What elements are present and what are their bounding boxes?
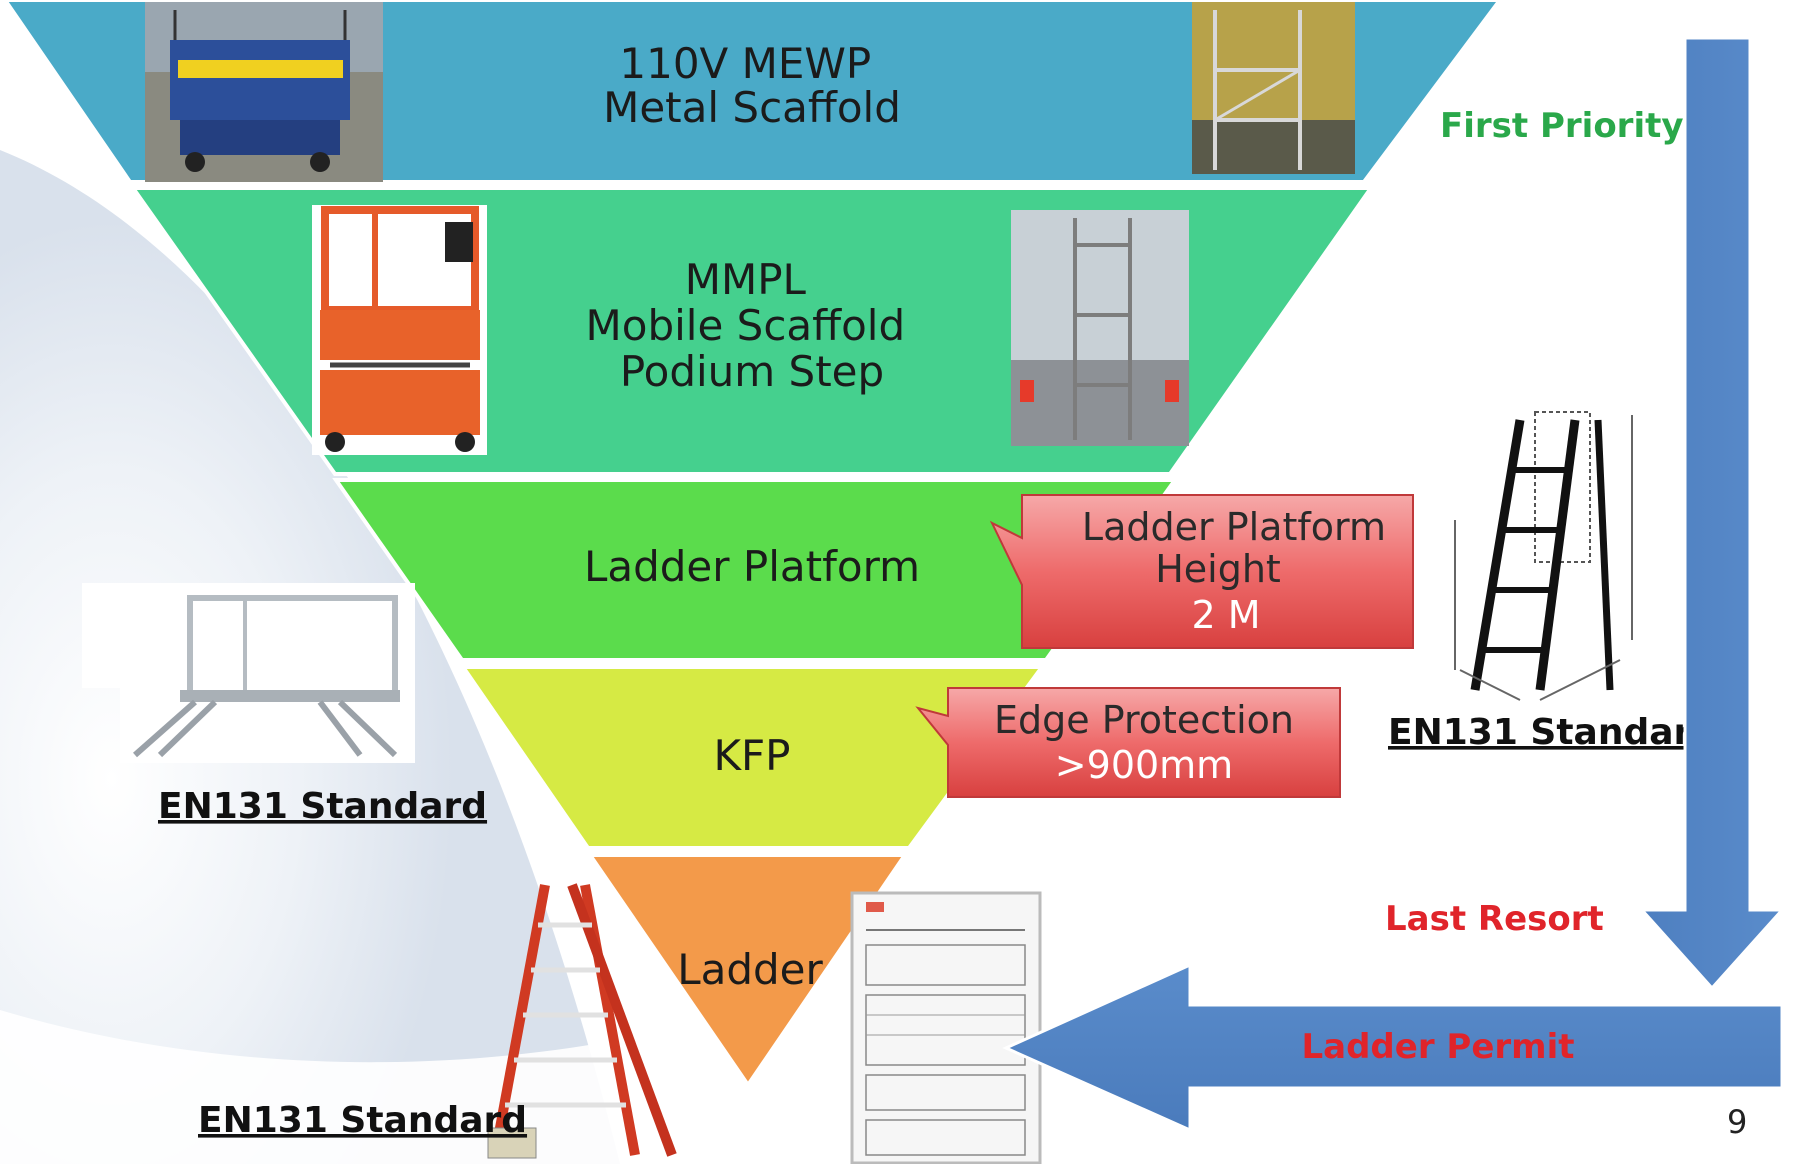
- tier-2-line-3: Podium Step: [620, 347, 884, 396]
- callout-ladder-platform-height: Ladder Platform Height 2 M: [989, 494, 1414, 649]
- first-priority-label: First Priority: [1440, 106, 1684, 146]
- tier-4-label: KFP: [713, 731, 790, 780]
- tier-5-label: Ladder: [677, 945, 823, 994]
- callout-ladder-platform-text: Ladder Platform Height: [1082, 505, 1398, 591]
- tier-3-band: [332, 478, 1179, 662]
- podium-platform-image: [82, 583, 415, 763]
- tier-2-label: MMPL Mobile Scaffold Podium Step: [586, 255, 919, 396]
- tier-1-line-2: Metal Scaffold: [603, 83, 901, 132]
- ladder-permit-arrow: [1002, 962, 1784, 1133]
- last-resort-label: Last Resort: [1385, 899, 1604, 939]
- tier-1-label: 110V MEWP Metal Scaffold: [603, 39, 901, 132]
- priority-down-arrow: [1638, 36, 1786, 991]
- callout-edge-protection-line-1: Edge Protection: [994, 698, 1294, 742]
- mobile-scaffold-photo: [1011, 210, 1189, 446]
- red-ladder-image: [487, 883, 677, 1159]
- callout-edge-protection-value: >900mm: [1055, 743, 1233, 787]
- tier-1-line-1: 110V MEWP: [619, 39, 871, 88]
- callout-ladder-platform-line-1: Ladder Platform: [1082, 505, 1386, 549]
- metal-scaffold-photo: [1192, 2, 1355, 174]
- right-standard-label: EN131 Standard: [1388, 712, 1717, 753]
- tier-4-band: [459, 665, 1046, 850]
- mewp-photo: [145, 2, 383, 182]
- tier-3-label: Ladder Platform: [584, 542, 920, 591]
- ladder-platform-image: [1448, 405, 1638, 705]
- bottom-standard-label: EN131 Standard: [198, 1100, 527, 1141]
- callout-edge-protection: Edge Protection >900mm: [915, 687, 1341, 798]
- mmpl-photo: [312, 205, 487, 455]
- callout-ladder-platform-value: 2 M: [1191, 593, 1260, 637]
- ladder-permit-label: Ladder Permit: [1301, 1027, 1574, 1067]
- ladder-permit-document: [850, 891, 1042, 1164]
- callout-ladder-platform-line-2: Height: [1155, 547, 1281, 591]
- tier-5-band: [586, 853, 909, 1089]
- page-number: 9: [1727, 1103, 1747, 1141]
- tier-2-line-1: MMPL: [685, 255, 807, 304]
- left-standard-label: EN131 Standard: [158, 786, 487, 827]
- tier-2-line-2: Mobile Scaffold: [586, 301, 906, 350]
